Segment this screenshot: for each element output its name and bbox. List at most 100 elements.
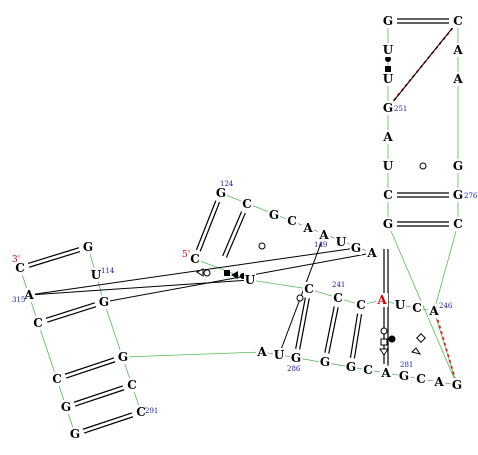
base-pair-line [65,361,116,379]
pair-symbol-filled-square [385,66,391,72]
nucleotide-g: G [99,295,109,309]
nucleotide-bg [302,221,314,235]
nucleotide-a: A [428,304,439,318]
base-pair-line [195,200,217,251]
position-index: 149 [314,241,327,249]
nucleotide-c: C [127,378,137,392]
nucleotide-bg [286,214,298,228]
nucleotide-bg [382,188,394,202]
nucleotide-a: A [318,228,329,242]
nucleotide-a: A [376,293,387,307]
base-pair-line [64,357,115,375]
nucleotide-bg [382,217,394,231]
nucleotide-g: G [269,208,279,222]
nucleotide-c: C [363,363,373,377]
position-index: 124 [220,180,234,188]
nucleotide-bg [135,405,147,419]
nucleotide-bg [398,369,410,383]
nucleotide-bg [268,208,280,222]
nucleotide-g: G [453,159,463,173]
nucleotide-g: G [61,400,71,414]
pair-symbol-filled-circle [388,335,396,343]
backbone-segment [122,351,263,358]
nucleotide-a: A [256,345,267,359]
nucleotide-bg [318,228,330,242]
nucleotide-bg [241,197,253,211]
nucleotide-u: U [395,298,406,312]
nucleotide-bg [382,130,394,144]
nucleotide-g: G [452,378,462,392]
nucleotide-bg [451,378,463,392]
nucleotide-c: C [33,316,43,330]
nucleotide-bg [428,304,440,318]
nucleotide-bg [215,186,227,200]
nucleotide-bg [452,43,464,57]
nucleotide-g: G [320,355,330,369]
nucleotide-c: C [304,282,314,296]
tertiary-interaction-line [435,313,457,383]
nucleotide-bg [350,241,362,255]
base-pair-line [73,385,124,403]
tertiary-interactions-layer [389,23,457,383]
strand-end-labels-layer: 3'5' [12,250,190,265]
nucleotide-bg [345,360,357,374]
base-pair-line [222,211,243,257]
nucleotide-bg [335,235,347,249]
pair-symbol-open-circle [296,294,304,302]
pair-symbol-open-circle [258,242,266,250]
base-pair-line [45,302,95,319]
pair-symbol-open-circle [203,269,211,277]
nucleotide-u: U [245,273,256,287]
nucleotide-bg [452,217,464,231]
nucleotide-bg [355,298,367,312]
long-range-interaction-line [28,247,357,296]
long-range-interaction-line [387,20,459,109]
position-index: 276 [464,192,478,200]
pair-symbol-open-triangle [196,268,204,277]
nucleotide-bg [382,43,394,57]
nucleotide-c: C [190,252,200,266]
nucleotide-g: G [453,188,463,202]
base-pair-line [82,412,133,430]
nucleotide-u: U [274,348,285,362]
pair-symbol-open-square [380,338,388,346]
nucleotide-c: C [242,197,252,211]
position-index: 315 [12,296,25,304]
nucleotide-u: U [383,43,394,57]
base-pair-line [328,307,339,354]
nucleotide-bg [382,159,394,173]
nucleotide-c: C [383,188,393,202]
nucleotide-bg [256,345,268,359]
nucleotide-g: G [118,350,128,364]
nucleotide-c: C [136,405,146,419]
nucleotide-bg [69,427,81,441]
nucleotide-bg [362,363,374,377]
pair-symbol-filled-circle [385,56,391,62]
position-index: 286 [287,365,301,373]
nucleotide-bg [14,261,26,275]
base-pair-line [83,416,134,434]
base-pair-line [47,306,97,323]
base-pair-line [225,212,246,258]
base-pair-line [353,314,363,359]
nucleotide-a: A [366,246,377,260]
nucleotide-bg [60,400,72,414]
nucleotide-a: A [380,366,391,380]
nucleotide-u: U [383,72,394,86]
pair-symbol-open-circle [380,327,388,335]
nucleotide-a: A [452,72,463,86]
nucleotide-bg [244,273,256,287]
nucleotide-c: C [15,261,25,275]
nucleotide-c: C [52,372,62,386]
nucleotide-bg [452,188,464,202]
pair-symbol-filled-square [224,270,230,276]
position-index: 291 [145,407,158,415]
nucleotide-bg [189,252,201,266]
nucleotide-g: G [291,351,301,365]
nucleotide-bg [303,282,315,296]
nucleotide-bg [332,291,344,305]
position-index: 251 [394,105,407,113]
position-index: 246 [439,302,453,310]
nucleotide-bg [382,14,394,28]
